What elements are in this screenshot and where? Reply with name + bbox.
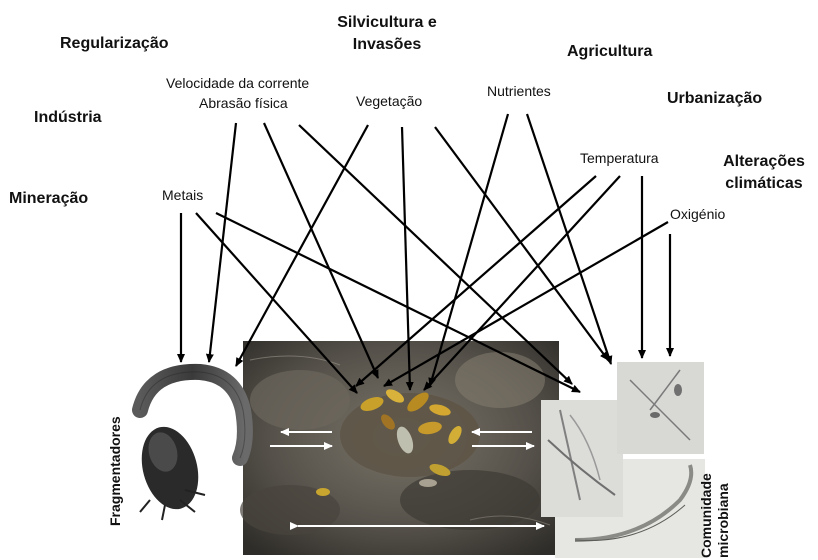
arrow-abrasao-litter bbox=[264, 123, 378, 378]
arrow-metais-litter bbox=[196, 213, 357, 393]
arrow-temperatura-litter bbox=[356, 176, 596, 386]
label-comunidade-line1: Comunidade bbox=[698, 473, 715, 558]
arrow-nutrientes-microbes-2 bbox=[435, 127, 608, 360]
arrow-vegetacao-litter bbox=[402, 127, 410, 390]
label-comunidade-line2: microbiana bbox=[715, 473, 732, 558]
arrow-nutrientes-microbes bbox=[527, 114, 611, 364]
label-comunidade-microbiana: Comunidade microbiana bbox=[698, 473, 732, 558]
arrow-vegetacao-shredders bbox=[236, 125, 368, 366]
label-fragmentadores: Fragmentadores bbox=[107, 416, 123, 526]
arrow-velocidade-microbes bbox=[299, 125, 572, 384]
arrow-nutrientes-litter bbox=[430, 114, 508, 386]
arrow-temperatura-litter-2 bbox=[424, 176, 620, 390]
